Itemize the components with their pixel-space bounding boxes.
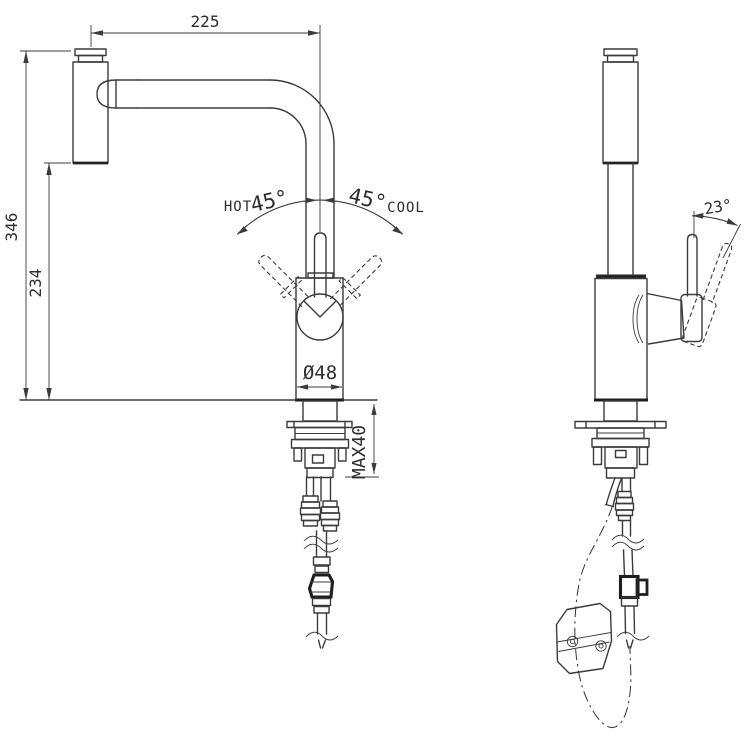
side-view: 23°	[555, 48, 741, 729]
pullout-hose-path	[574, 505, 632, 729]
hose-break-mark	[303, 543, 339, 553]
dim-outlet-height: 234	[26, 162, 71, 400]
cool-angle-label: 45°	[346, 183, 388, 215]
dim-total-height: 346	[2, 50, 71, 400]
supply-hoses-side	[604, 477, 650, 649]
faucet-body-front	[295, 277, 344, 402]
spray-head-side	[602, 48, 639, 165]
spout-arm	[96, 79, 335, 279]
weight-screw	[566, 635, 579, 648]
handle-side	[680, 233, 703, 343]
hose-break-mark	[303, 535, 339, 545]
faucet-body-side	[594, 277, 685, 402]
dim-346-label: 346	[2, 213, 21, 242]
hose-break-mark	[611, 541, 645, 551]
spray-head	[72, 48, 109, 165]
max40-label: MAX40	[349, 425, 370, 479]
supply-hoses-front	[299, 476, 341, 649]
front-view: 225 346 234	[2, 12, 425, 649]
weight-screw	[595, 640, 607, 652]
spout-pipe-side	[596, 162, 646, 279]
mounting-hardware-front	[286, 400, 353, 479]
dim-max-counter-thickness: MAX40	[345, 404, 379, 479]
dim-handle-angle: 23°	[691, 196, 741, 259]
handle-lever-front	[307, 232, 334, 298]
hose-break-mark	[305, 631, 339, 641]
dim-diameter-label: Ø48	[303, 362, 337, 384]
hot-label: HOT	[224, 199, 252, 215]
hose-break-mark	[611, 534, 645, 544]
dim-spout-reach: 225	[90, 12, 321, 232]
cool-label: COOL	[387, 200, 425, 216]
hose-weight-front	[307, 573, 335, 599]
hose-weight-side	[555, 602, 613, 675]
hot-angle-label: 45°	[248, 185, 290, 217]
hose-elbow-fitting	[618, 574, 649, 607]
hot-cool-fan: HOT 45° 45° COOL	[224, 183, 425, 308]
dim-234-label: 234	[26, 269, 45, 298]
dim-body-diameter: Ø48	[297, 362, 342, 390]
valve-circle	[296, 293, 344, 341]
hose-break-mark	[616, 631, 650, 641]
dim-225-label: 225	[191, 12, 220, 31]
angle-23-label: 23°	[703, 196, 734, 219]
mounting-hardware-side	[574, 400, 667, 479]
handle-tilted-dashed	[681, 242, 733, 348]
